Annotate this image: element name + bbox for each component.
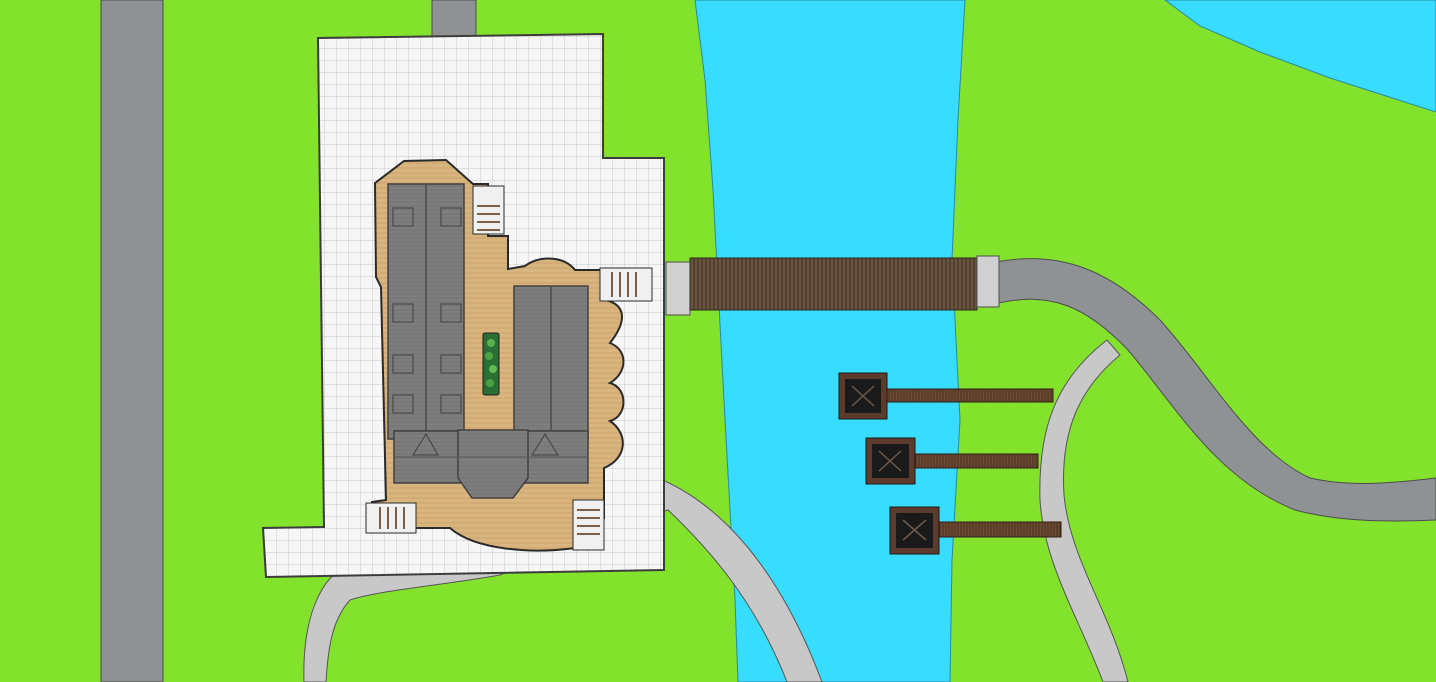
stairs-bottom-right [572, 499, 605, 551]
bridge [665, 255, 1000, 316]
stairs-top [472, 185, 505, 235]
right-loop-path [1039, 339, 1129, 682]
top-road-stub [431, 0, 477, 37]
stairs-right [599, 267, 653, 302]
roof-right-wing [513, 285, 589, 442]
pier-upper [838, 372, 1054, 420]
pier-lower [889, 506, 1062, 555]
cross-icon [878, 450, 902, 472]
planter-icon [482, 332, 500, 396]
pier-middle [865, 437, 1039, 485]
right-curved-road [995, 258, 1436, 522]
stairs-bottom-left [365, 502, 417, 534]
roof-left-wing [387, 183, 465, 440]
cross-icon [851, 385, 875, 407]
cross-icon [902, 519, 927, 541]
upper-right-water [1164, 0, 1436, 113]
left-road [100, 0, 164, 682]
roof-front-wing [393, 429, 589, 499]
